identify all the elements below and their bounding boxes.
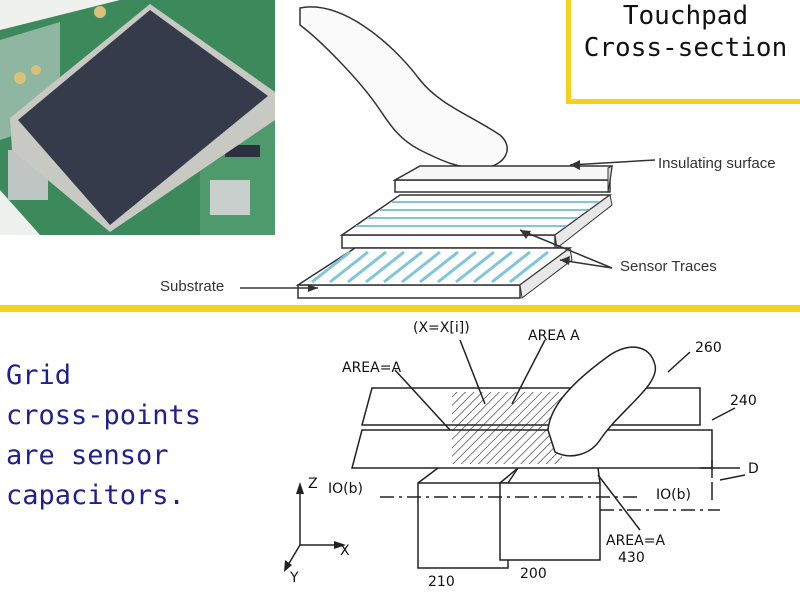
patent-label-z: Z [308, 476, 318, 492]
touchpad-photo [0, 0, 275, 235]
title-line-2: Cross-section [583, 33, 788, 63]
patent-grid-diagram [284, 339, 746, 572]
grid-caption: Grid cross-points are sensor capacitors. [6, 356, 266, 516]
section-divider [0, 305, 800, 312]
caption-line-1: Grid [6, 360, 72, 391]
patent-label-d: D [748, 461, 759, 477]
title-box: Touchpad Cross-section [566, 0, 800, 104]
title-line-1: Touchpad [622, 1, 749, 31]
patent-label-x-eq: (X=X[i]) [413, 320, 470, 336]
sensor-traces-label: Sensor Traces [620, 258, 717, 275]
patent-label-240: 240 [730, 393, 757, 409]
cross-section-diagram [240, 6, 656, 299]
caption-line-3: are sensor [6, 440, 169, 471]
patent-label-200: 200 [520, 566, 547, 582]
finger-graphic [299, 6, 508, 169]
patent-label-430: 430 [618, 550, 645, 566]
patent-label-260: 260 [695, 340, 722, 356]
insulating-surface-label: Insulating surface [658, 155, 776, 172]
patent-label-x-axis: X [340, 543, 350, 559]
patent-label-area-eq-a-left: AREA=A [342, 360, 402, 376]
caption-line-2: cross-points [6, 400, 202, 431]
touchpad-module-graphic [0, 0, 275, 235]
patent-label-io-b-right: IO(b) [656, 487, 691, 503]
patent-label-io-b-left: IO(b) [328, 481, 363, 497]
patent-label-area-a-top: AREA A [528, 328, 580, 344]
substrate-label: Substrate [160, 278, 225, 295]
patent-label-area-eq-a-bottom: AREA=A [606, 533, 666, 549]
patent-label-y-axis: Y [290, 570, 299, 586]
caption-line-4: capacitors. [6, 480, 185, 511]
patent-label-210: 210 [428, 574, 455, 590]
